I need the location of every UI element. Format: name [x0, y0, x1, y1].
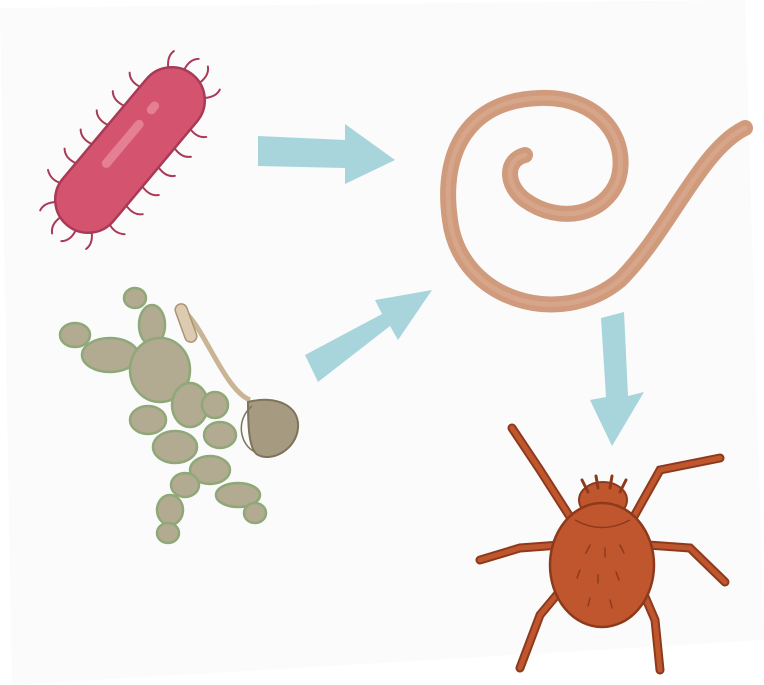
- diagram-canvas: [0, 0, 764, 685]
- food-web-diagram: [0, 0, 764, 685]
